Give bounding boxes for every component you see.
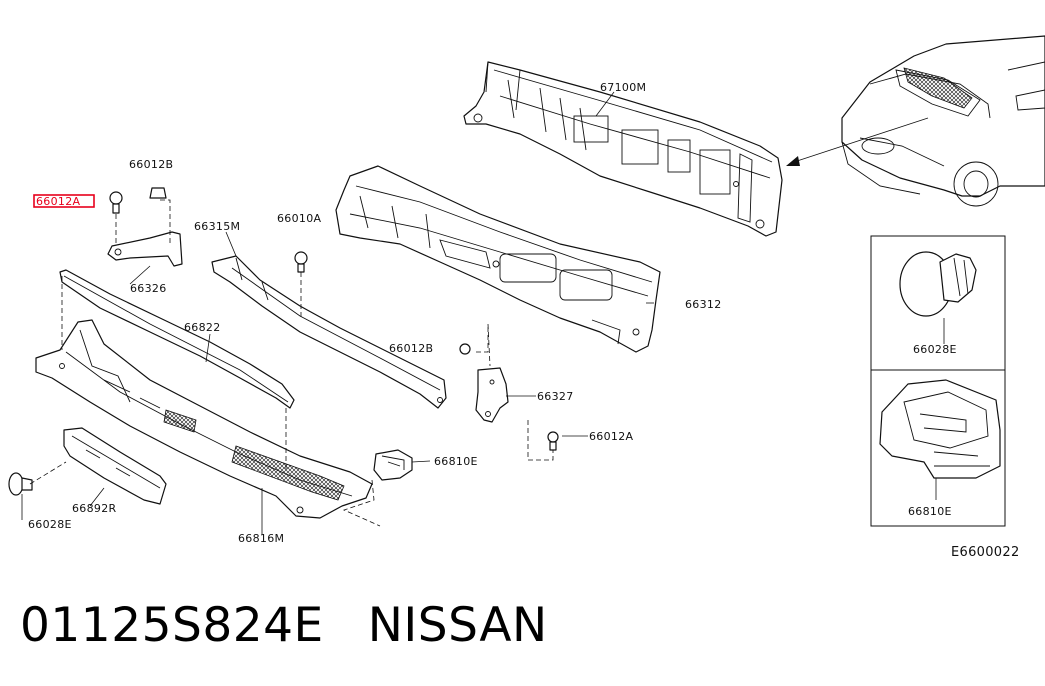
label-66315M[interactable]: 66315M	[194, 220, 240, 233]
label-66010A[interactable]: 66010A	[277, 212, 321, 225]
label-66810E[interactable]: 66810E	[434, 455, 478, 468]
clip-66810E	[373, 449, 413, 481]
label-66892R[interactable]: 66892R	[72, 502, 116, 515]
figure-code: E6600022	[951, 545, 1020, 560]
clip-66010A	[294, 251, 308, 273]
part-number: 01125S824E	[20, 598, 324, 653]
label-66012B-top[interactable]: 66012B	[129, 158, 173, 171]
label-detail-66028E[interactable]: 66028E	[913, 343, 957, 356]
label-detail-66810E[interactable]: 66810E	[908, 505, 952, 518]
caption: 01125S824E NISSAN	[20, 598, 548, 653]
assembly-lines	[29, 199, 554, 527]
cowl-top-cover-66816M	[35, 319, 373, 519]
label-66327[interactable]: 66327	[537, 390, 574, 403]
bracket-66326	[107, 231, 183, 267]
brand-name: NISSAN	[367, 598, 548, 653]
bracket-66327	[475, 367, 509, 423]
label-67100M[interactable]: 67100M	[600, 81, 646, 94]
detail-box-66810E	[870, 369, 1006, 527]
vehicle-inset	[841, 35, 1045, 207]
clip-66012A-mid	[547, 431, 559, 451]
cowl-top-panel-66312	[335, 165, 661, 353]
highlight-66012A[interactable]: 66012A	[33, 194, 95, 208]
label-66822[interactable]: 66822	[184, 321, 221, 334]
clip-66012B-top	[149, 187, 167, 199]
clip-66012B-mid	[459, 343, 471, 355]
vehicle-pointer-arrow	[786, 117, 929, 166]
seal-66892R	[63, 427, 167, 505]
upper-dash-panel-67100M	[463, 61, 783, 237]
parts-diagram: 67100M 66312 66315M 66010A 66012B 66012A…	[8, 35, 1045, 560]
cowl-seal-66822	[59, 269, 295, 409]
label-66012B-mid[interactable]: 66012B	[389, 342, 433, 355]
grommet-66028E	[8, 472, 33, 496]
label-66312[interactable]: 66312	[685, 298, 722, 311]
label-66012A-mid[interactable]: 66012A	[589, 430, 633, 443]
clip-66012A-top	[109, 191, 123, 214]
label-66326[interactable]: 66326	[130, 282, 167, 295]
label-66816M[interactable]: 66816M	[238, 532, 284, 545]
leader-lines	[21, 91, 654, 534]
label-66012A-top[interactable]: 66012A	[36, 195, 80, 208]
label-66028E[interactable]: 66028E	[28, 518, 72, 531]
cowl-extension-66315M	[211, 255, 447, 409]
part-labels: 67100M 66312 66315M 66010A 66012B 66012A…	[28, 81, 1020, 560]
